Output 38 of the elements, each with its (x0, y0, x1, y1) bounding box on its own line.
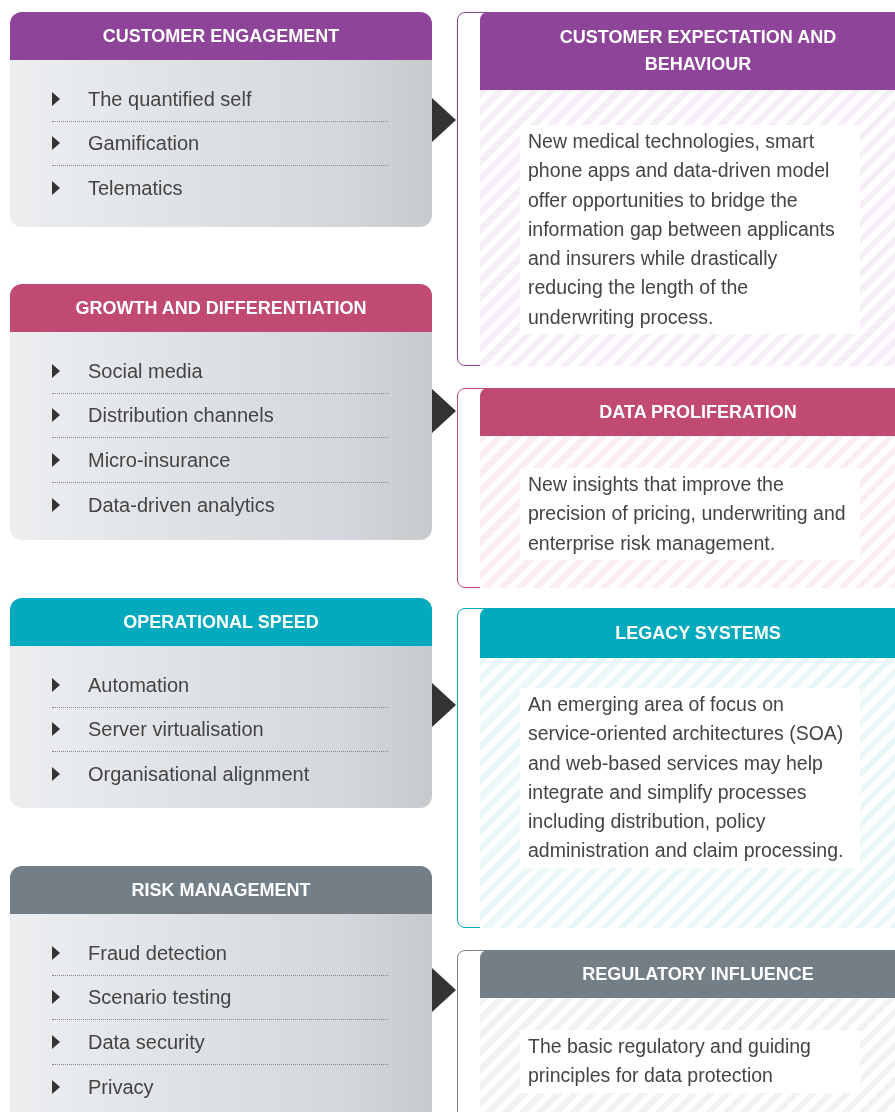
info-panel (457, 950, 895, 1112)
card-header: OPERATIONAL SPEED (10, 598, 432, 646)
category-card (10, 12, 432, 227)
list-item: Fraud detection (88, 940, 227, 966)
list-item: Social media (88, 358, 203, 384)
panel-header: DATA PROLIFERATION (480, 388, 895, 436)
arrow (432, 968, 456, 1012)
panel-header: LEGACY SYSTEMS (480, 608, 895, 658)
list-item: Data-driven analytics (88, 492, 275, 518)
category-card (10, 598, 432, 808)
description-text: An emerging area of focus on service-oriented architectures (SOA) and web-based services may help integrate and simplify processes including distribution, policy administration and claim processing. (520, 688, 860, 868)
list-item: Gamification (88, 131, 200, 157)
description-text: New insights that improve the precision of pricing, underwriting and enterprise risk management. (520, 468, 860, 560)
list-item: Privacy (88, 1074, 154, 1100)
category-card (10, 866, 432, 1112)
info-panel (457, 608, 895, 928)
description-text: New medical technologies, smart phone apps and data-driven model offer opportunities to bridge the information gap between applicants and insurers while drastically reducing the length of the underwriting process. (520, 125, 860, 335)
panel-header: CUSTOMER EXPECTATION AND BEHAVIOUR (480, 12, 895, 90)
list-item: Server virtualisation (88, 717, 264, 743)
list-item: Organisational alignment (88, 762, 310, 788)
arrow (432, 98, 456, 142)
panel-header: REGULATORY INFLUENCE (480, 950, 895, 998)
list-item: Automation (88, 672, 190, 698)
list-item: Telematics (88, 176, 183, 202)
list-item: Scenario testing (88, 985, 232, 1011)
description-text: The basic regulatory and guiding principles for data protection (520, 1030, 860, 1093)
list-item: The quantified self (88, 86, 252, 112)
list-item: Distribution channels (88, 403, 274, 429)
card-header: CUSTOMER ENGAGEMENT (10, 12, 432, 60)
card-header: GROWTH AND DIFFERENTIATION (10, 284, 432, 332)
list-item: Micro-insurance (88, 447, 231, 473)
arrow (432, 389, 456, 433)
info-panel (457, 12, 895, 366)
list-item: Data security (88, 1029, 205, 1055)
arrow (432, 683, 456, 727)
card-header: RISK MANAGEMENT (10, 866, 432, 914)
info-panel (457, 388, 895, 588)
category-card (10, 284, 432, 540)
